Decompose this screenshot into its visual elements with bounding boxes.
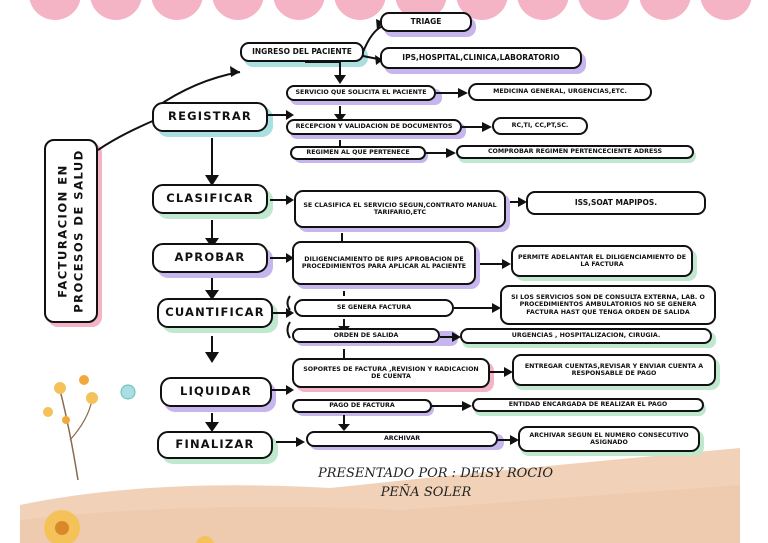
main-title: FACTURACION EN PROCESOS DE SALUD — [55, 149, 86, 313]
soportes-box: SOPORTES DE FACTURA ,REVISION Y RADICACI… — [292, 358, 490, 388]
archivar-result: ARCHIVAR SEGUN EL NUMERO CONSECUTIVO ASI… — [518, 426, 700, 452]
recepcion-box: RECEPCION Y VALIDACION DE DOCUMENTOS — [286, 119, 462, 135]
title-vertical-box: FACTURACION EN PROCESOS DE SALUD — [44, 139, 98, 323]
ingreso-paciente-box: INGRESO DEL PACIENTE — [240, 42, 364, 62]
presenter-line-2: PEÑA SOLER — [380, 485, 472, 500]
ips-box: IPS,HOSPITAL,CLINICA,LABORATORIO — [380, 47, 582, 69]
step-liquidar: LIQUIDAR — [160, 377, 272, 407]
archivar-box: ARCHIVAR — [306, 431, 498, 447]
orden-salida-box: ORDEN DE SALIDA — [292, 328, 440, 343]
flower-branch-left — [43, 375, 214, 543]
teal-dot — [120, 384, 136, 400]
orden-salida-result: URGENCIAS , HOSPITALIZACION, CIRUGIA. — [460, 328, 712, 344]
recepcion-result: RC,TI, CC,PT,SC. — [492, 117, 588, 135]
genera-factura-box: SE GENERA FACTURA — [294, 299, 454, 317]
aprobar-result: PERMITE ADELANTAR EL DILIGENCIAMIENTO DE… — [511, 245, 693, 277]
main-title-line-2: PROCESOS DE SALUD — [71, 149, 85, 313]
genera-factura-result: SI LOS SERVICIOS SON DE CONSULTA EXTERNA… — [500, 285, 716, 325]
regimen-box: REGIMEN AL QUE PERTENECE — [290, 146, 426, 160]
bottom-wave-dark — [20, 485, 740, 543]
step-registrar: REGISTRAR — [152, 102, 268, 132]
servicio-box: SERVICIO QUE SOLICITA EL PACIENTE — [286, 85, 436, 101]
pago-factura-box: PAGO DE FACTURA — [292, 399, 432, 413]
presenter-line-1: PRESENTADO POR : DEISY ROCIO — [318, 466, 554, 481]
step-aprobar: APROBAR — [152, 243, 268, 273]
servicio-result: MEDICINA GENERAL, URGENCIAS,ETC. — [468, 83, 652, 101]
regimen-result: COMPROBAR REGIMEN PERTENCECIENTE ADRESS — [456, 145, 694, 159]
step-finalizar: FINALIZAR — [157, 431, 273, 459]
step-clasificar: CLASIFICAR — [152, 184, 268, 214]
soportes-result: ENTREGAR CUENTAS,REVISAR Y ENVIAR CUENTA… — [512, 354, 716, 386]
clasificar-result: ISS,SOAT MAPIPOS. — [526, 191, 706, 215]
step-cuantificar: CUANTIFICAR — [157, 298, 273, 328]
clasificar-box: SE CLASIFICA EL SERVICIO SEGUN,CONTRATO … — [294, 190, 506, 228]
main-title-line-1: FACTURACION EN — [55, 164, 70, 298]
aprobar-box: DILIGENCIAMIENTO DE RIPS APROBACION DE P… — [292, 241, 476, 285]
pago-factura-result: ENTIDAD ENCARGADA DE REALIZAR EL PAGO — [472, 398, 704, 412]
triage-box: TRIAGE — [380, 12, 472, 32]
